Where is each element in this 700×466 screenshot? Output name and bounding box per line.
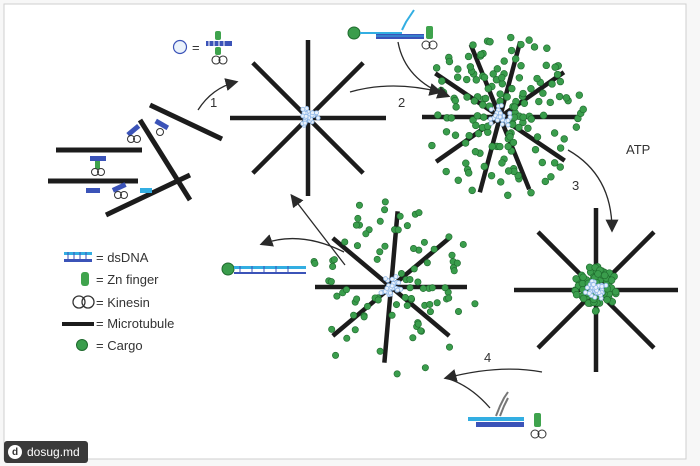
watermark-badge: d dosug.md xyxy=(4,441,88,463)
step-2-label: 2 xyxy=(398,95,405,110)
released-cargo-icon xyxy=(221,262,235,276)
motor-cluster xyxy=(86,118,170,199)
aster-empty xyxy=(230,40,386,196)
arrow-cargo-in xyxy=(397,41,451,99)
arrow-step-2 xyxy=(349,83,443,96)
aster-cargo-loaded xyxy=(422,33,587,199)
particle-key-equals: = xyxy=(192,40,200,55)
legend: = dsDNA = Zn finger = Kinesin = Microtub… xyxy=(62,250,174,353)
step-3-label: 3 xyxy=(572,178,579,193)
atp-label: ATP xyxy=(626,142,650,157)
loose-microtubules xyxy=(48,102,224,218)
legend-zn-finger-icon xyxy=(81,272,89,286)
step-4-label: 4 xyxy=(484,350,491,365)
legend-dsdna-icon xyxy=(64,252,92,262)
watermark-text: dosug.md xyxy=(27,445,80,459)
particle-key: = xyxy=(172,31,232,65)
arrow-dna-in xyxy=(445,377,491,409)
cargo-dna-construct xyxy=(347,9,438,50)
aster-cargo-concentrated xyxy=(514,208,678,372)
step-1-label: 1 xyxy=(210,95,217,110)
legend-cargo: = Cargo xyxy=(96,338,143,353)
figure-frame xyxy=(3,3,687,460)
motor-complex-icon xyxy=(206,31,232,65)
logo-icon: d xyxy=(8,445,22,459)
legend-microtubule-icon xyxy=(62,322,94,326)
arrow-cargo-out xyxy=(259,234,345,253)
legend-kinesin: = Kinesin xyxy=(96,295,150,310)
arrow-step-4 xyxy=(443,368,543,382)
aster-cargo-released xyxy=(310,198,479,378)
arrow-return xyxy=(290,193,346,266)
arrow-step-1 xyxy=(197,78,239,111)
legend-dsdna: = dsDNA xyxy=(96,250,149,265)
cargo-icon xyxy=(347,26,361,40)
legend-cargo-icon xyxy=(76,339,88,351)
particle-icon xyxy=(172,39,188,55)
legend-zn-finger: = Zn finger xyxy=(96,272,159,287)
legend-microtubule: = Microtubule xyxy=(96,316,174,331)
motor-dna-complex xyxy=(468,391,547,439)
arrow-step-3 xyxy=(567,149,619,233)
legend-kinesin-icon xyxy=(72,295,95,309)
released-cargo-dna xyxy=(221,262,306,276)
